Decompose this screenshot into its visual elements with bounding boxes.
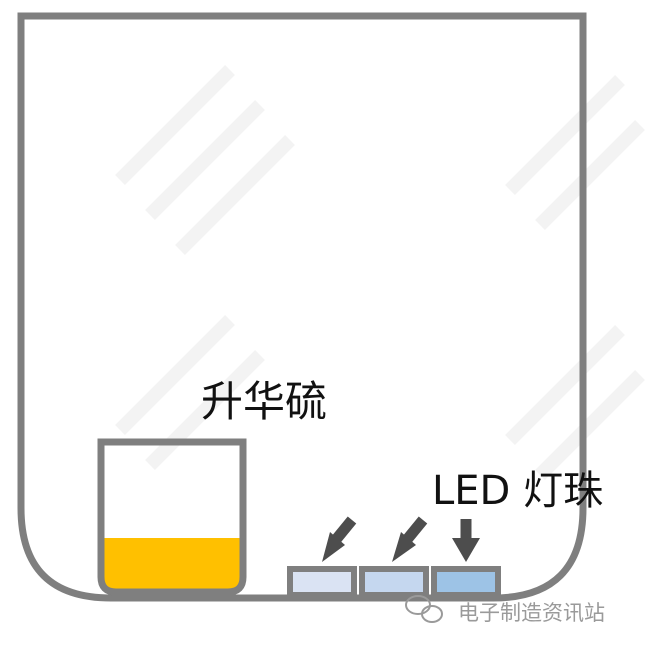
wechat-logo-icon [405, 595, 443, 623]
background-watermark-pattern [115, 65, 645, 480]
arrow-to-led-1 [322, 516, 357, 562]
led-bead-3 [431, 566, 501, 598]
led-arrows [322, 516, 480, 562]
sulfur-beaker [97, 438, 247, 596]
beaker-outline [97, 438, 247, 596]
arrow-to-led-2 [392, 516, 428, 562]
arrow-to-led-3 [452, 519, 480, 562]
watermark-text: 电子制造资讯站 [458, 601, 605, 625]
sulfur-label: 升华硫 [201, 377, 328, 426]
led-bead-1 [287, 566, 357, 598]
led-bead-2 [359, 566, 429, 598]
led-beads-label: LED 灯珠 [432, 468, 604, 514]
sulfur-fill [103, 538, 241, 590]
led-beads [287, 566, 501, 598]
